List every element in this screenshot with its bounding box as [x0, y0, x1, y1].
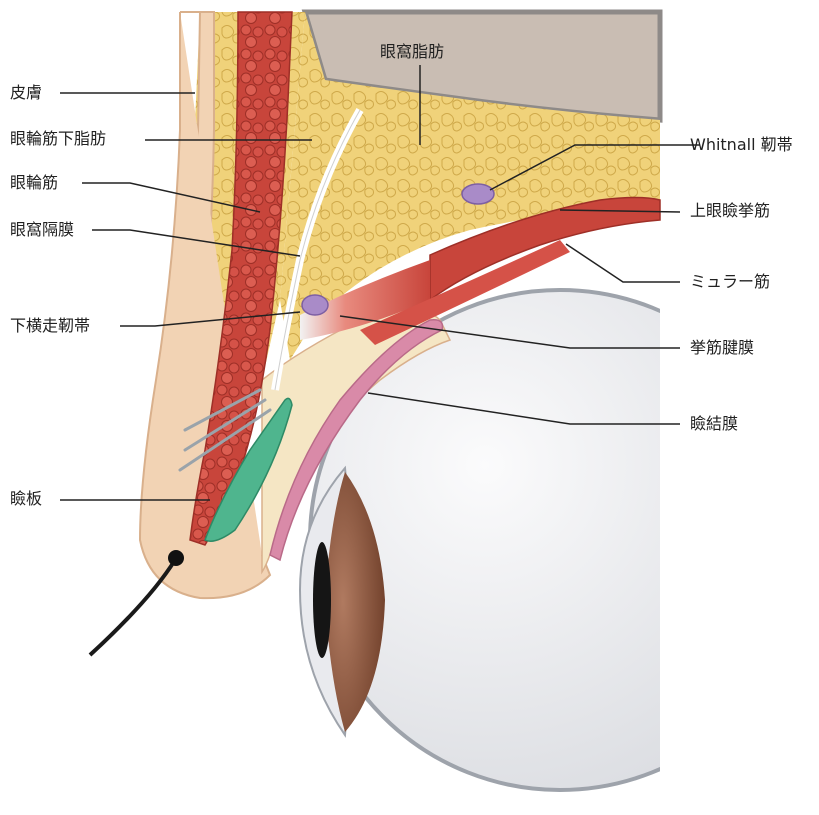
label-septum: 眼窩隔膜: [10, 222, 74, 238]
label-tarsus: 瞼板: [10, 491, 42, 507]
label-whitnall: Whitnall 靭帯: [690, 137, 793, 153]
label-skin: 皮膚: [10, 85, 42, 101]
whitnall-ligament: [462, 184, 494, 204]
label-lower-ligament: 下横走靭帯: [10, 318, 90, 334]
label-orbital-fat: 眼窩脂肪: [380, 44, 444, 60]
label-orbicularis: 眼輪筋: [10, 175, 58, 191]
pupil: [313, 542, 331, 658]
lower-ligament: [302, 295, 328, 315]
label-levator: 上眼瞼挙筋: [690, 203, 770, 219]
label-sub-orbicularis-fat: 眼輪筋下脂肪: [10, 131, 106, 147]
label-muller: ミュラー筋: [690, 274, 770, 290]
label-conjunctiva: 瞼結膜: [690, 416, 738, 432]
label-aponeurosis: 挙筋腱膜: [690, 340, 754, 356]
